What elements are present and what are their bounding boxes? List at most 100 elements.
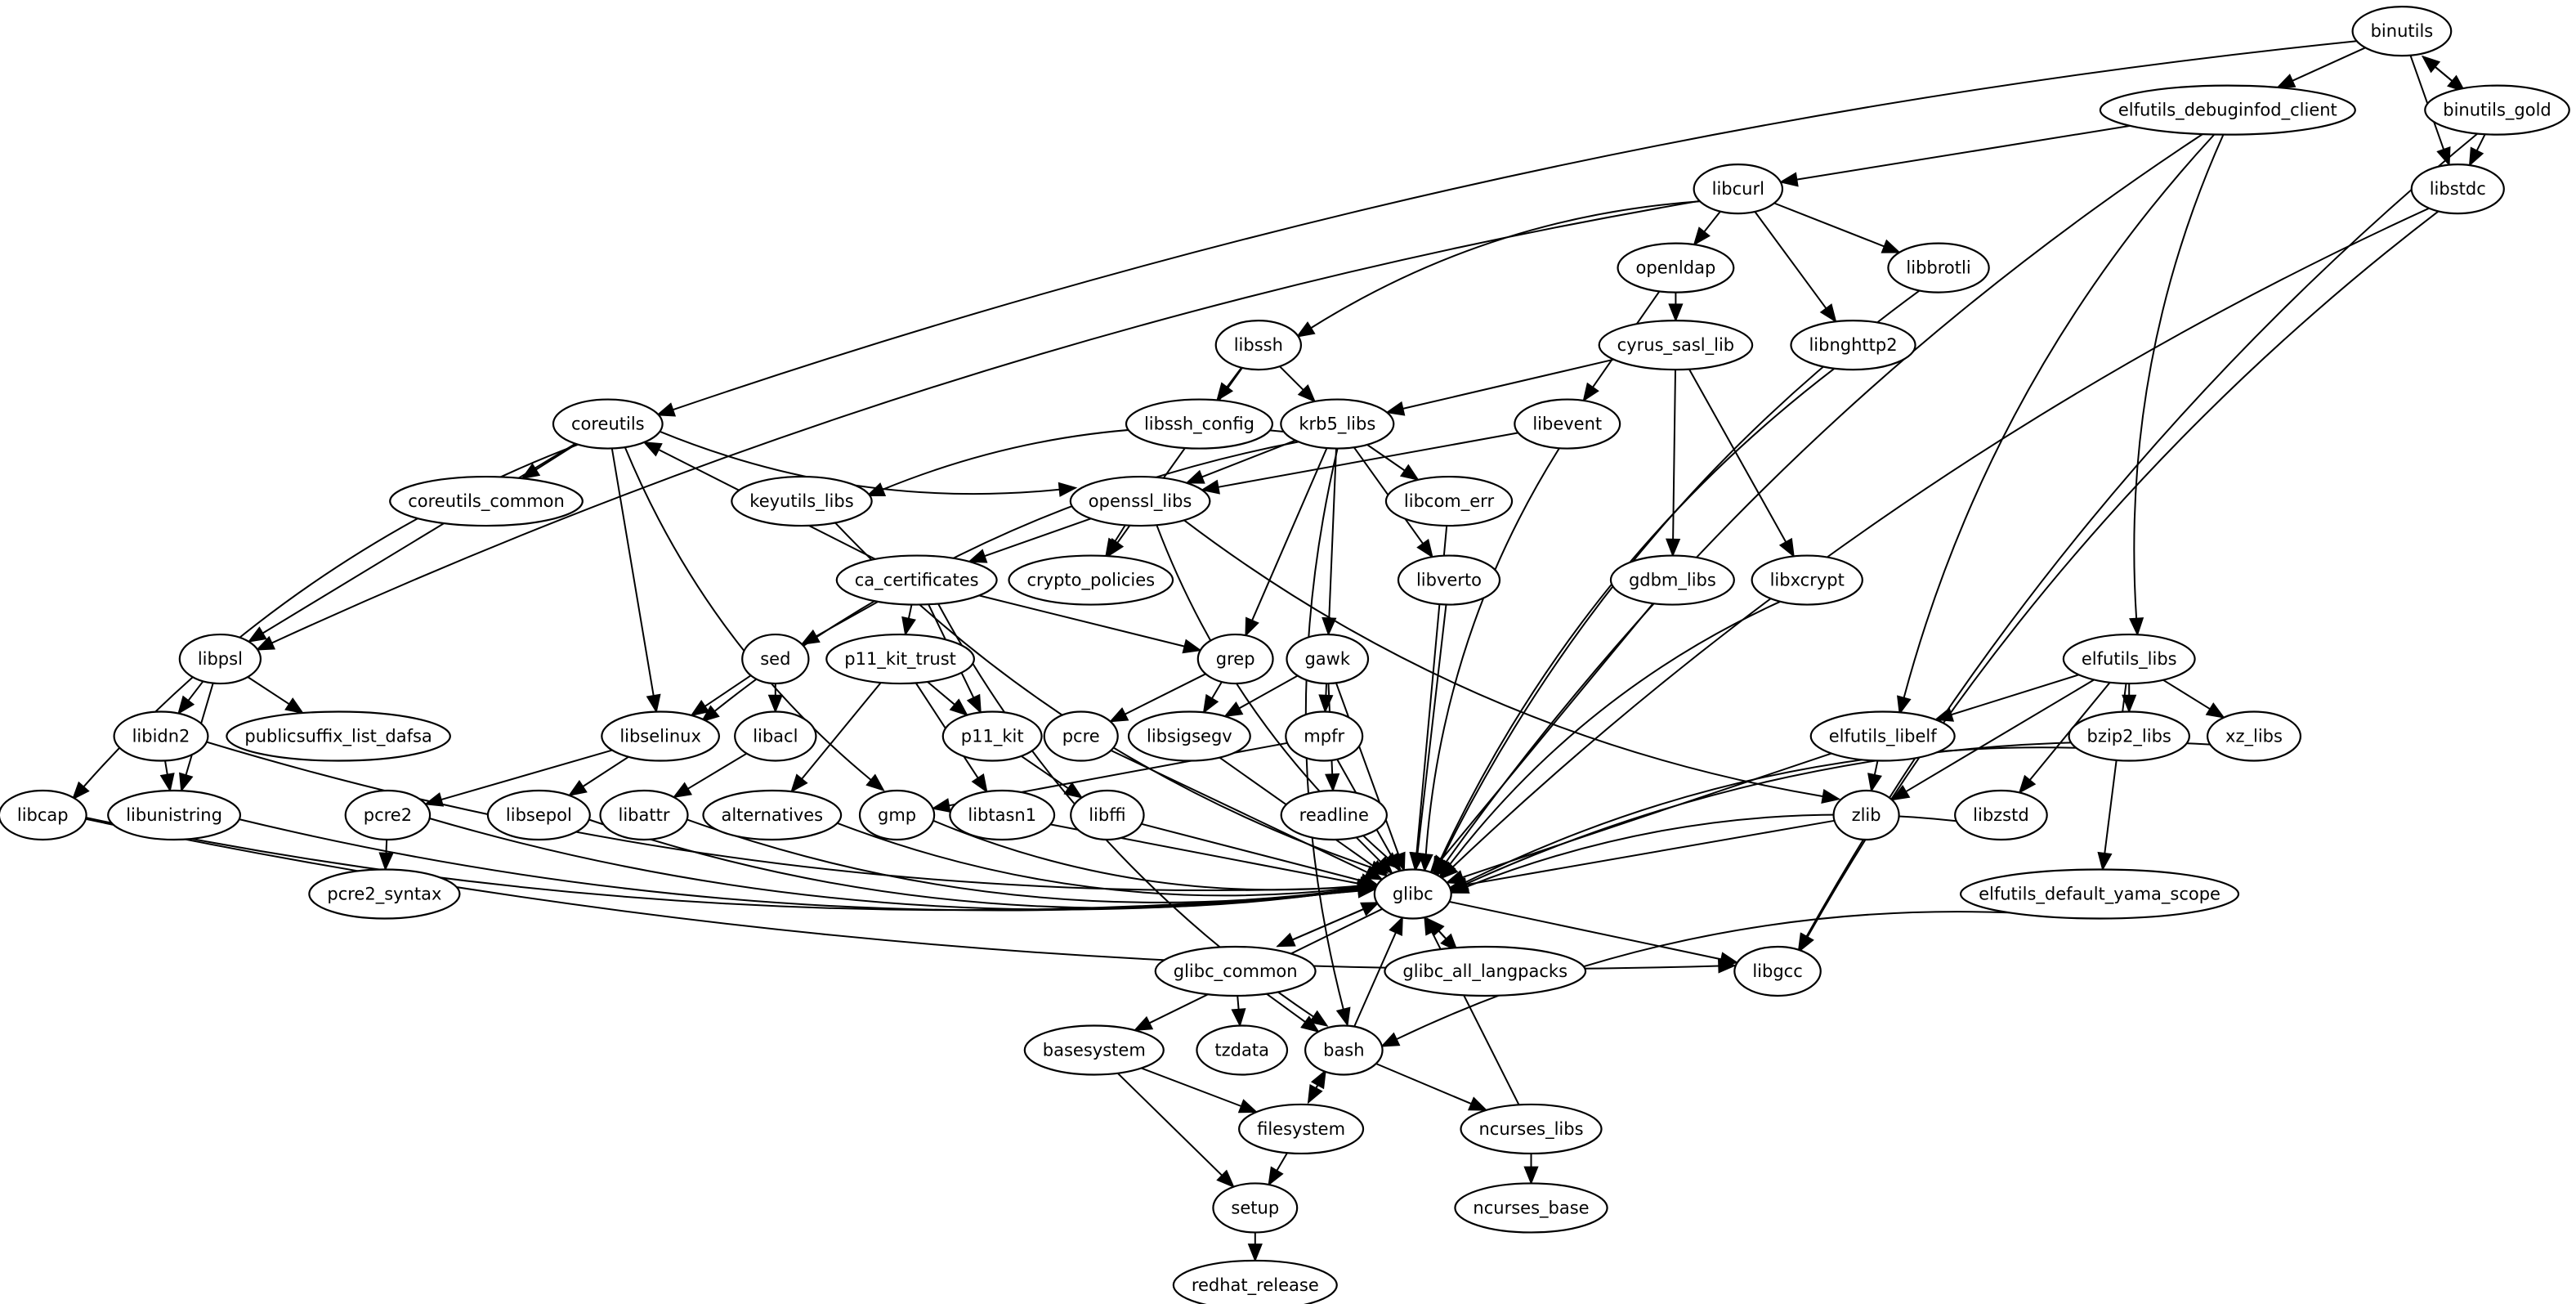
node-zlib[interactable]: zlib [1832, 789, 1900, 841]
node-filesystem[interactable]: filesystem [1238, 1103, 1365, 1155]
arrowhead-icon [378, 852, 394, 872]
arrowhead-icon [2468, 146, 2484, 167]
node-ncurses_libs[interactable]: ncurses_libs [1460, 1103, 1603, 1155]
node-mpfr[interactable]: mpfr [1285, 710, 1364, 762]
edge-elfutils_libs-to-bzip2_libs [2122, 683, 2137, 714]
node-binutils_gold[interactable]: binutils_gold [2424, 84, 2570, 136]
node-pcre[interactable]: pcre [1043, 710, 1119, 762]
node-ellipse [731, 475, 873, 527]
node-openssl_libs[interactable]: openssl_libs [1069, 475, 1211, 527]
node-p11_kit_trust[interactable]: p11_kit_trust [825, 633, 976, 685]
arrowhead-icon [2122, 694, 2137, 714]
node-libpsl[interactable]: libpsl [178, 633, 262, 685]
node-libacl[interactable]: libacl [734, 710, 817, 762]
node-setup[interactable]: setup [1212, 1182, 1299, 1234]
node-libssh_config[interactable]: libssh_config [1125, 398, 1274, 450]
node-ellipse [389, 475, 584, 527]
node-ca_certificates[interactable]: ca_certificates [835, 554, 998, 606]
node-label: gawk [1304, 649, 1350, 669]
node-xz_libs[interactable]: xz_libs [2206, 710, 2302, 762]
node-label: libverto [1416, 571, 1482, 590]
node-libcom_err[interactable]: libcom_err [1384, 475, 1514, 527]
node-libxcrypt[interactable]: libxcrypt [1751, 554, 1863, 606]
node-elfutils_libs[interactable]: elfutils_libs [2062, 633, 2196, 685]
node-alternatives[interactable]: alternatives [702, 789, 843, 841]
node-openldap[interactable]: openldap [1617, 242, 1735, 294]
node-elfutils_debuginfod_client[interactable]: elfutils_debuginfod_client [2099, 84, 2356, 136]
node-basesystem[interactable]: basesystem [1023, 1024, 1165, 1076]
node-bash[interactable]: bash [1304, 1024, 1384, 1076]
node-libverto[interactable]: libverto [1397, 554, 1501, 606]
node-libffi[interactable]: libffi [1070, 789, 1145, 841]
node-coreutils[interactable]: coreutils [552, 398, 664, 450]
node-label: libselinux [619, 727, 701, 746]
node-libsepol[interactable]: libsepol [486, 789, 591, 841]
node-sed[interactable]: sed [741, 633, 810, 685]
node-glibc[interactable]: glibc [1373, 868, 1452, 920]
edge-p11_kit_trust-to-alternatives [790, 682, 882, 793]
node-ellipse [835, 554, 998, 606]
node-libunistring[interactable]: libunistring [107, 789, 242, 841]
node-libstdc[interactable]: libstdc [2410, 164, 2505, 215]
node-libtasn1[interactable]: libtasn1 [949, 789, 1056, 841]
node-libattr[interactable]: libattr [599, 789, 689, 841]
arrowhead-icon [284, 697, 305, 715]
node-gmp[interactable]: gmp [858, 789, 936, 841]
node-p11_kit[interactable]: p11_kit [941, 710, 1043, 762]
edge-line [704, 674, 752, 707]
node-keyutils_libs[interactable]: keyutils_libs [731, 475, 873, 527]
node-label: glibc [1393, 885, 1433, 904]
node-crypto_policies[interactable]: crypto_policies [1008, 554, 1174, 606]
node-elfutils_default_yama_scope[interactable]: elfutils_default_yama_scope [1959, 868, 2240, 920]
edge-libpsl-to-libidn2 [177, 680, 204, 715]
node-tzdata[interactable]: tzdata [1196, 1024, 1289, 1076]
node-glibc_all_langpacks[interactable]: glibc_all_langpacks [1384, 945, 1587, 997]
node-ellipse [2062, 633, 2196, 685]
node-libsigsegv[interactable]: libsigsegv [1127, 710, 1251, 762]
node-gdbm_libs[interactable]: gdbm_libs [1609, 554, 1735, 606]
arrowhead-icon [1819, 303, 1837, 323]
node-label: libsigsegv [1147, 727, 1232, 746]
edge-elfutils_libelf-to-zlib [1867, 760, 1882, 793]
node-libssh[interactable]: libssh [1214, 319, 1303, 371]
node-redhat_release[interactable]: redhat_release [1172, 1259, 1338, 1304]
arrowhead-icon [2018, 774, 2037, 795]
node-pcre2[interactable]: pcre2 [344, 789, 432, 841]
node-bzip2_libs[interactable]: bzip2_libs [2068, 710, 2190, 762]
node-libcap[interactable]: libcap [0, 789, 87, 841]
node-libidn2[interactable]: libidn2 [113, 710, 209, 762]
edge-line [1335, 682, 1400, 855]
node-libevent[interactable]: libevent [1514, 398, 1621, 450]
node-label: glibc_all_langpacks [1402, 961, 1568, 982]
node-ncurses_base[interactable]: ncurses_base [1454, 1182, 1608, 1234]
node-pcre2_syntax[interactable]: pcre2_syntax [308, 868, 461, 920]
node-libzstd[interactable]: libzstd [1954, 789, 2048, 841]
edge-line [1451, 207, 2430, 868]
node-binutils[interactable]: binutils [2351, 6, 2453, 57]
edge-coreutils-to-gmp [624, 446, 885, 791]
node-gawk[interactable]: gawk [1286, 633, 1370, 685]
node-cyrus_sasl_lib[interactable]: cyrus_sasl_lib [1598, 319, 1754, 371]
node-libcurl[interactable]: libcurl [1693, 164, 1784, 215]
node-readline[interactable]: readline [1280, 789, 1388, 841]
node-label: libidn2 [132, 727, 190, 746]
node-label: p11_kit [961, 727, 1024, 747]
node-libbrotli[interactable]: libbrotli [1887, 242, 1990, 294]
node-libnghttp2[interactable]: libnghttp2 [1790, 319, 1916, 371]
node-glibc_common[interactable]: glibc_common [1154, 945, 1317, 997]
node-krb5_libs[interactable]: krb5_libs [1280, 398, 1395, 450]
edge-line [1276, 1152, 1288, 1172]
arrowhead-icon [1310, 1069, 1326, 1090]
node-grep[interactable]: grep [1196, 633, 1274, 685]
node-libgcc[interactable]: libgcc [1733, 945, 1822, 997]
edge-line [1688, 369, 1787, 543]
edge-line [1754, 211, 1827, 309]
node-ellipse [734, 710, 817, 762]
node-elfutils_libelf[interactable]: elfutils_libelf [1809, 710, 1956, 762]
node-publicsuffix_list_dafsa[interactable]: publicsuffix_list_dafsa [226, 710, 451, 762]
node-libselinux[interactable]: libselinux [601, 710, 720, 762]
node-coreutils_common[interactable]: coreutils_common [389, 475, 584, 527]
node-ellipse [1008, 554, 1174, 606]
edge-line [1796, 124, 2131, 181]
node-label: libgcc [1752, 961, 1802, 981]
